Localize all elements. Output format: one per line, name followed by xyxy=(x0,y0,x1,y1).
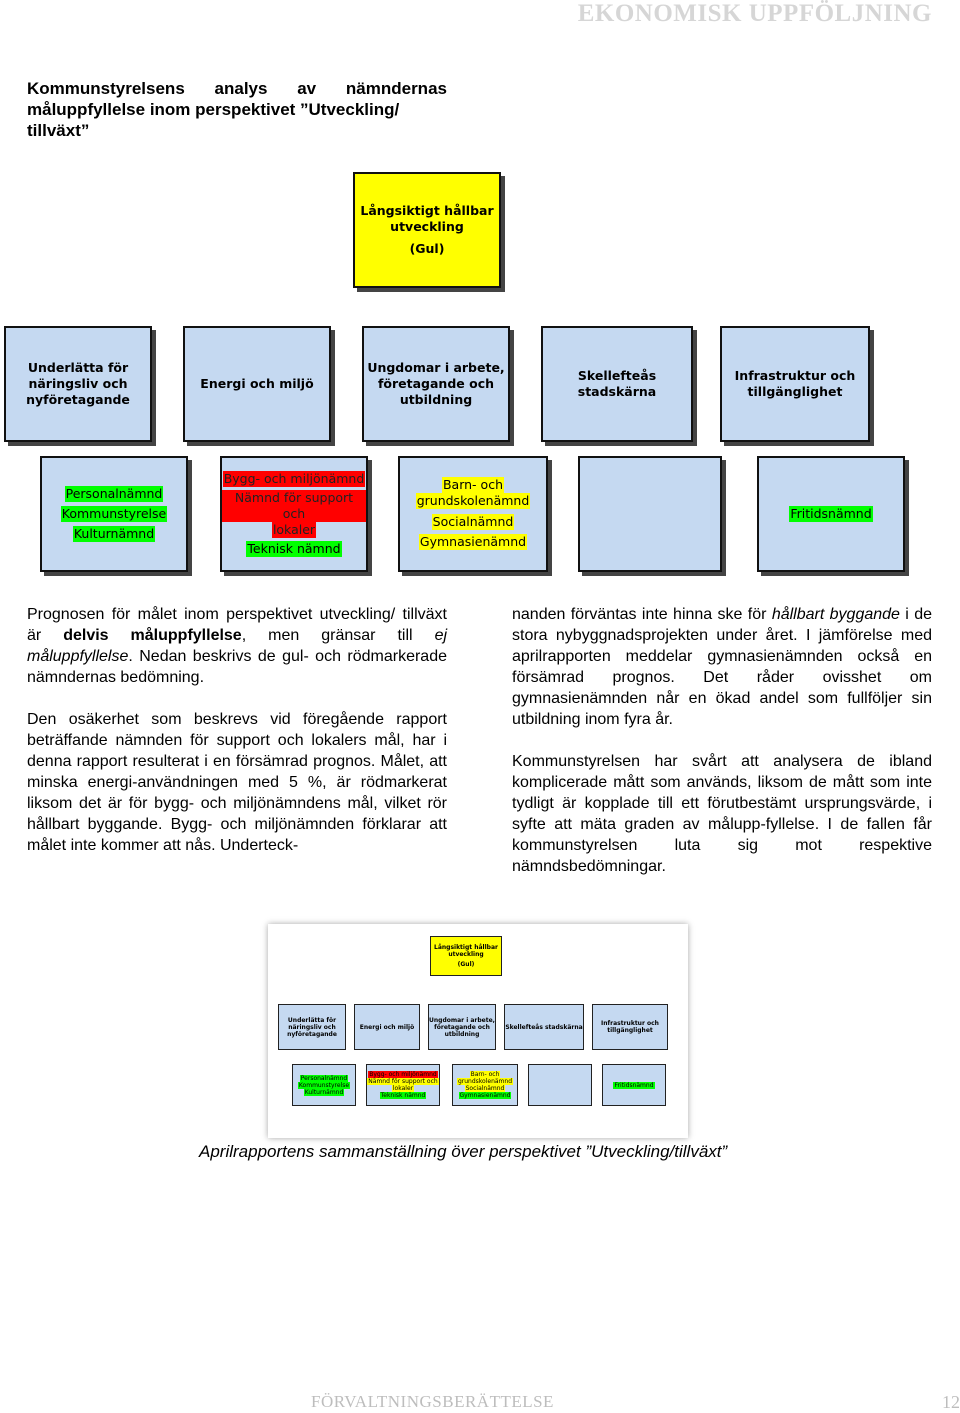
thumb-text: utveckling xyxy=(448,951,484,958)
thumb-board-box: Fritidsnämnd xyxy=(602,1064,666,1106)
thumb-root-box: Långsiktigt hållbar utveckling (Gul) xyxy=(430,936,502,976)
footer-section-title: FÖRVALTNINGSBERÄTTELSE xyxy=(311,1392,554,1411)
thumb-board-name: Socialnämnd xyxy=(464,1085,506,1092)
thumb-board-name: Kommunstyrelse xyxy=(297,1081,351,1089)
thumb-text: Långsiktigt hållbar xyxy=(434,944,498,951)
figure-caption: Aprilrapportens sammanställning över per… xyxy=(199,1142,728,1161)
paragraph: Kommunstyrelsen har svårt att analysera … xyxy=(512,753,932,875)
goal-line: tillgänglighet xyxy=(747,384,843,399)
paragraph: Den osäkerhet som beskrevs vid föregåend… xyxy=(27,711,447,854)
text-run: nanden förväntas inte hinna ske för xyxy=(512,606,772,623)
goal-line: Underlätta för xyxy=(27,360,129,375)
thumb-text: näringsliv och xyxy=(288,1023,336,1031)
thumb-board-name: grundskolenämnd xyxy=(456,1078,514,1085)
thumb-board-name: Kulturnämnd xyxy=(303,1088,345,1096)
section-heading: Kommunstyrelsens analys av nämndernas må… xyxy=(27,78,447,141)
goal-line: Energi och miljö xyxy=(200,376,314,391)
thumb-board-box: Personalnämnd Kommunstyrelse Kulturnämnd xyxy=(292,1064,356,1106)
paragraph: nanden förväntas inte hinna ske för håll… xyxy=(512,604,932,730)
board-name-green: Fritidsnämnd xyxy=(789,506,873,522)
root-goal-line: Långsiktigt hållbar xyxy=(360,203,494,218)
thumb-text: nyföretagande xyxy=(287,1030,337,1038)
goal-line: Skellefteås stadskärna xyxy=(577,368,657,399)
goal-box: Infrastruktur och tillgänglighet xyxy=(720,326,870,442)
text-run: . Nedan beskrivs de gul- och rödmarkerad… xyxy=(27,648,447,686)
thumb-text: Infrastruktur och xyxy=(601,1020,659,1027)
root-goal-box: Långsiktigt hållbar utveckling (Gul) xyxy=(353,172,501,288)
thumb-text: utbildning xyxy=(444,1030,480,1038)
text-run: i de stora nybyggnadsprojekten under åre… xyxy=(512,606,933,728)
thumb-text: Energi och miljö xyxy=(359,1023,415,1031)
board-name-red: Bygg- och miljönämnd xyxy=(222,471,366,487)
board-name-yellow: Gymnasienämnd xyxy=(418,533,528,550)
text-run-bold: delvis måluppfyllelse xyxy=(63,627,242,644)
thumb-goal-box: Ungdomar i arbete, företagande och utbil… xyxy=(428,1004,496,1050)
thumb-board-box: Barn- och grundskolenämnd Socialnämnd Gy… xyxy=(452,1064,518,1106)
board-box-empty xyxy=(578,456,722,572)
text-run: , men gränsar till xyxy=(241,627,435,644)
board-box: Fritidsnämnd xyxy=(757,456,905,572)
heading-word: nämndernas xyxy=(345,79,447,98)
heading-word: analys xyxy=(214,79,268,98)
thumb-board-box: Bygg- och miljönämnd Nämnd för support o… xyxy=(366,1064,440,1106)
thumb-text: Skellefteås stadskärna xyxy=(505,1023,583,1031)
heading-word: Kommunstyrelsens xyxy=(27,79,185,98)
thumb-board-name: Gymnasienämnd xyxy=(458,1092,512,1099)
right-text-column: nanden förväntas inte hinna ske för håll… xyxy=(512,604,932,898)
board-name-red: lokaler xyxy=(271,522,317,538)
heading-line: måluppfyllelse inom perspektivet ”Utveck… xyxy=(27,100,400,119)
thumb-goal-box: Infrastruktur och tillgänglighet xyxy=(592,1004,668,1050)
goal-line: företagande och xyxy=(377,376,495,391)
thumb-board-name: Personalnämnd xyxy=(299,1074,349,1082)
board-name-green: Teknisk nämnd xyxy=(246,541,342,557)
goal-line: Ungdomar i arbete, xyxy=(367,360,505,375)
page-number: 12 xyxy=(942,1392,960,1412)
thumb-text: (Gul) xyxy=(457,961,475,968)
text-run-italic: ej måluppfyllelse xyxy=(27,627,448,665)
board-box: Bygg- och miljönämnd Nämnd för support o… xyxy=(220,456,368,572)
thumb-board-name: Bygg- och miljönämnd xyxy=(368,1071,438,1078)
board-name-green: Kulturnämnd xyxy=(72,526,156,542)
thumb-text: tillgänglighet xyxy=(607,1027,653,1034)
goal-box: Skellefteås stadskärna xyxy=(541,326,693,442)
root-goal-line: utveckling xyxy=(390,219,464,234)
page-header-title: EKONOMISK UPPFÖLJNING xyxy=(577,0,932,27)
thumb-text: Underlätta för xyxy=(287,1016,337,1024)
goal-line: näringsliv och xyxy=(28,376,128,391)
thumb-board-name: Teknisk nämnd xyxy=(379,1092,427,1099)
root-goal-color: (Gul) xyxy=(409,241,445,256)
paragraph: Prognosen för målet inom perspektivet ut… xyxy=(27,604,447,688)
thumb-text: företagande och xyxy=(434,1023,490,1031)
heading-line: tillväxt” xyxy=(27,121,90,140)
april-report-diagram-image: Långsiktigt hållbar utveckling (Gul) Und… xyxy=(268,924,688,1138)
thumb-board-name: Barn- och xyxy=(469,1071,501,1078)
thumb-goal-box: Skellefteås stadskärna xyxy=(504,1004,584,1050)
board-name-yellow: Barn- och xyxy=(441,476,504,493)
thumb-goal-box: Underlätta för näringsliv och nyföretaga… xyxy=(278,1004,346,1050)
goal-box: Ungdomar i arbete, företagande och utbil… xyxy=(362,326,510,442)
board-name-green: Personalnämnd xyxy=(64,486,164,502)
thumb-board-name: lokaler xyxy=(391,1085,415,1092)
text-run-italic: hållbart byggande xyxy=(771,606,900,623)
board-name-yellow: Socialnämnd xyxy=(431,513,515,530)
thumb-board-box-empty xyxy=(528,1064,592,1106)
left-text-column: Prognosen för målet inom perspektivet ut… xyxy=(27,604,447,877)
goal-line: utbildning xyxy=(399,392,473,407)
goal-line: nyföretagande xyxy=(26,392,130,407)
goal-box: Underlätta för näringsliv och nyföretaga… xyxy=(4,326,152,442)
goal-line: Infrastruktur och xyxy=(734,368,856,383)
board-box: Barn- och grundskolenämnd Socialnämnd Gy… xyxy=(398,456,548,572)
board-name-red: Nämnd för support och xyxy=(222,490,366,522)
text-run: Prognosen för målet inom perspektivet ut… xyxy=(27,606,447,644)
thumb-board-name: Fritidsnämnd xyxy=(613,1081,655,1089)
thumb-text: Ungdomar i arbete, xyxy=(429,1016,495,1024)
heading-word: av xyxy=(297,79,317,98)
board-name-green: Kommunstyrelse xyxy=(60,506,168,522)
thumb-goal-box: Energi och miljö xyxy=(354,1004,420,1050)
goal-box: Energi och miljö xyxy=(183,326,331,442)
thumb-board-name: Nämnd för support och xyxy=(367,1078,439,1085)
board-name-yellow: grundskolenämnd xyxy=(415,492,531,509)
board-box: Personalnämnd Kommunstyrelse Kulturnämnd xyxy=(40,456,188,572)
